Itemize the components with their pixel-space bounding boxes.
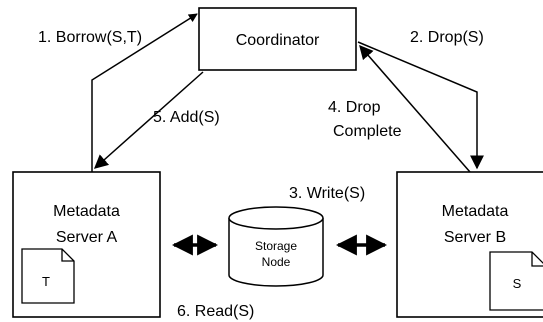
read-label: 6. Read(S) xyxy=(177,303,254,320)
borrow-label: 1. Borrow(S,T) xyxy=(38,29,142,46)
server-b-label-line1: Metadata xyxy=(442,203,509,220)
document-s-label: S xyxy=(513,276,522,291)
metadata-server-b-node: Metadata Server B S xyxy=(396,171,543,318)
coordinator-label: Coordinator xyxy=(236,32,320,49)
coordinator-node: Coordinator xyxy=(198,7,357,71)
storage-label-line1: Storage xyxy=(255,239,297,253)
drop-complete-label-line1: 4. Drop xyxy=(328,99,381,116)
drop-complete-label-line2: Complete xyxy=(333,123,402,140)
add-label: 5. Add(S) xyxy=(153,109,220,126)
server-b-label-line2: Server B xyxy=(444,229,506,246)
server-a-label-line1: Metadata xyxy=(53,203,120,220)
drop-complete-edge xyxy=(359,44,471,173)
storage-label-line2: Node xyxy=(262,255,291,269)
write-label: 3. Write(S) xyxy=(289,185,365,202)
storage-node: Storage Node xyxy=(228,206,324,287)
document-icon-s: S xyxy=(489,251,543,311)
add-edge xyxy=(93,71,204,169)
drop-edge xyxy=(357,41,484,170)
document-t-label: T xyxy=(42,274,50,289)
drop-label: 2. Drop(S) xyxy=(410,29,484,46)
document-icon-t: T xyxy=(21,248,75,304)
borrow-edge xyxy=(91,13,198,172)
metadata-server-a-node: Metadata Server A T xyxy=(12,171,161,318)
server-a-label-line2: Server A xyxy=(56,229,118,246)
